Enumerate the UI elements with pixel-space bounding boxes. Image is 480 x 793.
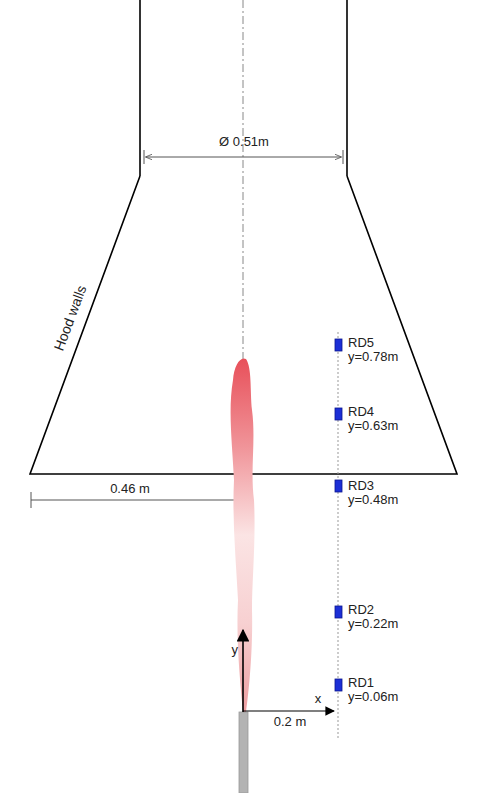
radiometer-name: RD5 [348, 336, 374, 350]
dimension-tick [144, 150, 145, 164]
dimension-label: Ø 0.51m [219, 135, 269, 149]
radiometer-height: y=0.48m [348, 493, 398, 507]
radiometer-name: RD3 [348, 479, 374, 493]
dimension-tick [343, 150, 344, 164]
radiometer [335, 339, 342, 351]
radiometer-name: RD1 [348, 676, 374, 690]
y-axis-arrow [242, 630, 244, 712]
radiometer [335, 606, 342, 618]
radiometer-height: y=0.22m [348, 617, 398, 631]
x-axis-arrow [243, 710, 334, 711]
radiometer-height: y=0.78m [348, 350, 398, 364]
dimension-label: 0.2 m [274, 715, 307, 729]
radiometer-height: y=0.06m [348, 690, 398, 704]
dimension-label: 0.46 m [110, 482, 150, 496]
burner-pipe [239, 712, 248, 793]
radiometer [335, 679, 342, 691]
radiometer-name: RD4 [348, 405, 374, 419]
radiometer-height: y=0.63m [348, 419, 398, 433]
diameter-dimension [146, 157, 341, 158]
radiometer-name: RD2 [348, 603, 374, 617]
wall-label: Hood walls [52, 283, 89, 352]
radiometer [335, 480, 342, 492]
axis-label: y [232, 643, 239, 657]
chimney-wall [139, 0, 141, 176]
radiometer [335, 408, 342, 420]
flame [231, 358, 255, 712]
chimney-wall [346, 0, 348, 176]
width-dimension [31, 500, 242, 501]
dimension-tick [31, 492, 32, 508]
axis-label: x [315, 692, 322, 706]
